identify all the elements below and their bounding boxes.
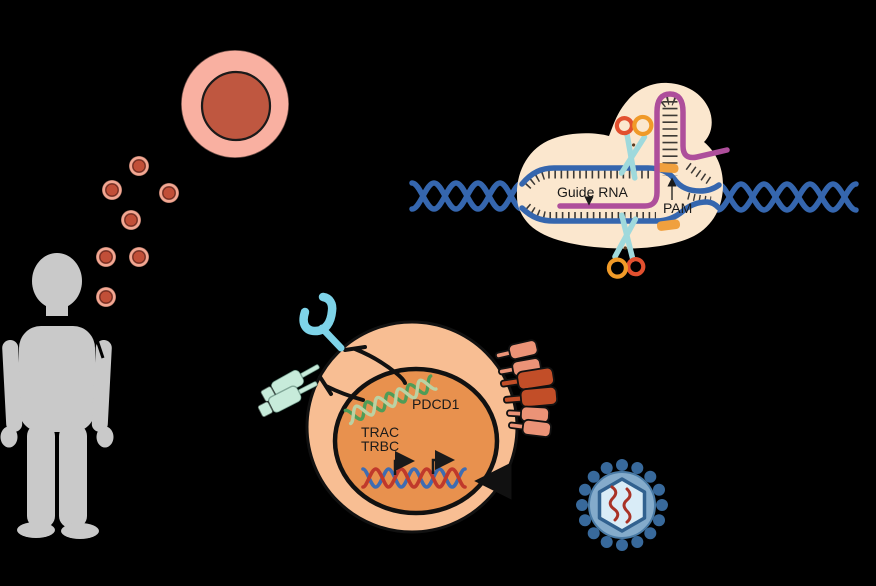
pdcd1-gene-helix: [343, 374, 438, 426]
person-head: [32, 253, 82, 309]
blood-cell: [128, 155, 150, 177]
person-left-leg: [27, 424, 55, 528]
virus-capsid: [597, 477, 647, 533]
pam-label: PAM: [663, 200, 692, 216]
blood-cell: [120, 209, 142, 231]
blood-cell: [128, 246, 150, 268]
person-right-arm: [91, 339, 112, 432]
person-torso: [19, 326, 95, 432]
person-neck: [46, 296, 68, 316]
virus-spikes: [576, 459, 668, 551]
dna-double-helix-left: [409, 180, 525, 212]
blood-cell: [158, 182, 180, 204]
person-right-leg: [59, 424, 87, 528]
t-cell: PDCD1 TRAC TRBC: [255, 292, 559, 534]
pam-site-bottom: [656, 219, 681, 231]
crispr-cas9-complex: Guide RNA PAM: [409, 82, 859, 280]
blood-cell: [95, 286, 117, 308]
blood-cell: [101, 179, 123, 201]
guide-rna-strand: [557, 91, 730, 209]
blood-cells: [95, 155, 180, 308]
pd1-receptor: [299, 292, 345, 352]
person-silhouette: [0, 253, 114, 539]
dna-strand-bottom: [519, 199, 722, 224]
base-pair-rungs: [523, 96, 714, 221]
blood-cell: [95, 246, 117, 268]
person-left-arm: [2, 339, 23, 432]
pam-site-top: [656, 163, 679, 174]
dna-double-helix-right: [715, 181, 859, 213]
lentivirus-icon: [576, 459, 668, 551]
pdcd1-label: PDCD1: [412, 396, 460, 412]
guide-rna-label: Guide RNA: [557, 184, 628, 200]
trbc-label: TRBC: [361, 438, 399, 454]
inhibition-tbar-pd1: [343, 345, 407, 385]
virus-rna: [608, 485, 632, 524]
arrow-fragment: [94, 336, 105, 359]
cell-nucleus: [200, 70, 272, 142]
apheresis-cell: [180, 49, 293, 159]
trac-label: TRAC: [361, 424, 399, 440]
person-left-foot: [17, 522, 55, 538]
person-right-hand: [96, 426, 114, 448]
promoter-arrow: [393, 451, 415, 475]
arrow-fragment: [289, 95, 293, 99]
person-left-hand: [0, 426, 18, 448]
person-right-foot: [61, 523, 99, 539]
promoter-arrow: [431, 450, 455, 474]
inhibition-tbar-tcr: [318, 375, 365, 402]
